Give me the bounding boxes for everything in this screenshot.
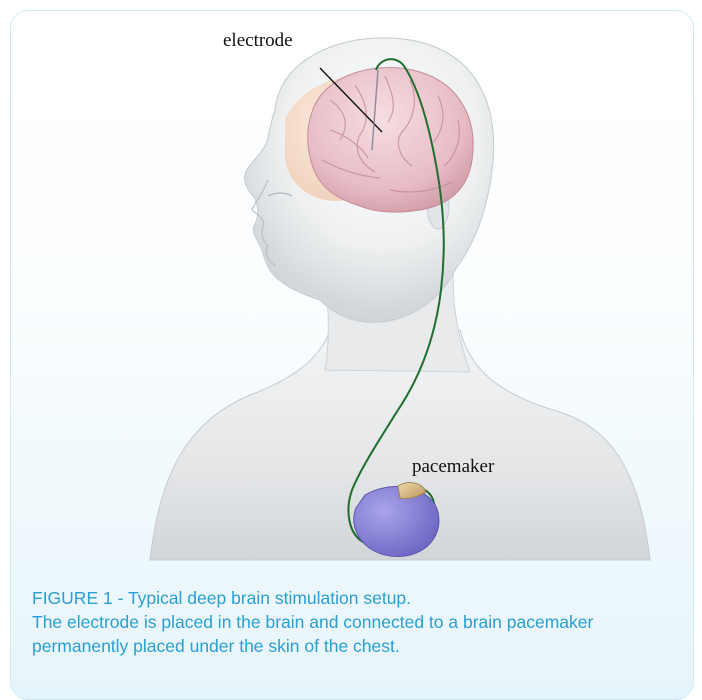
electrode-label: electrode (223, 30, 293, 52)
caption-title: FIGURE 1 - Typical deep brain stimulatio… (32, 586, 682, 610)
pacemaker-label: pacemaker (412, 456, 494, 478)
caption-line-1: The electrode is placed in the brain and… (32, 610, 682, 634)
dbs-illustration (0, 0, 702, 580)
figure-caption: FIGURE 1 - Typical deep brain stimulatio… (32, 586, 682, 658)
caption-line-2: permanently placed under the skin of the… (32, 634, 682, 658)
